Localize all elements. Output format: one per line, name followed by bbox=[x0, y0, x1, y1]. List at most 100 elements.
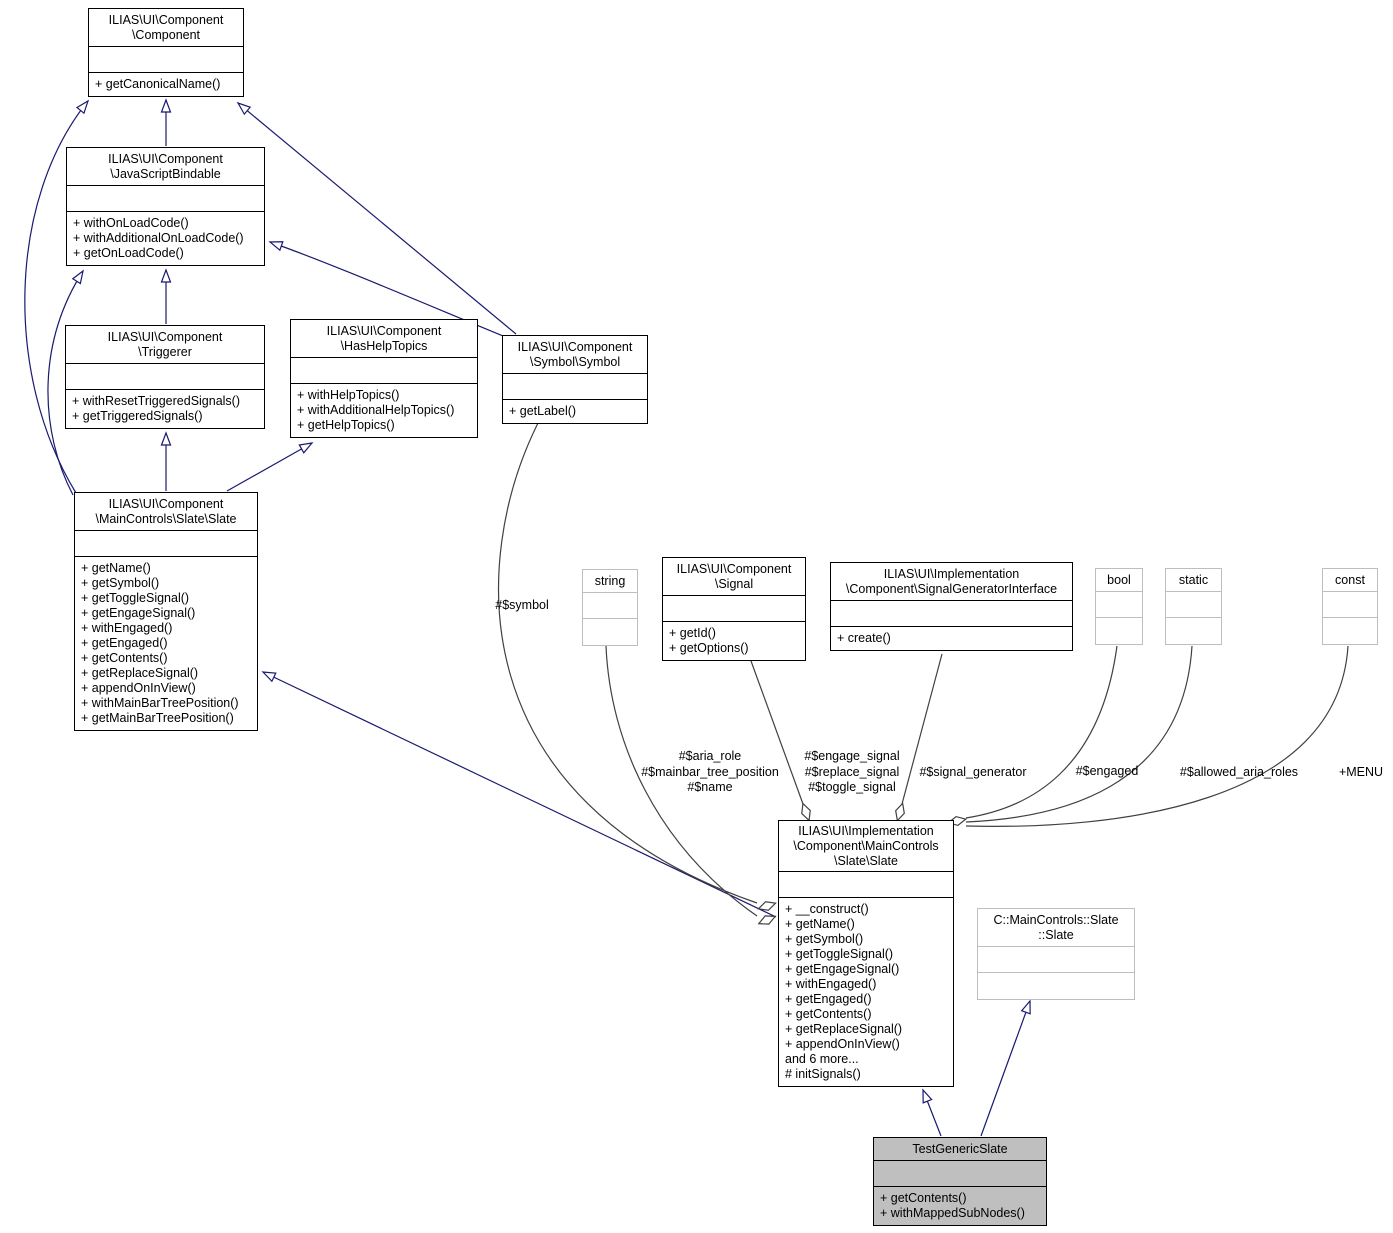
class-title-line: TestGenericSlate bbox=[912, 1142, 1008, 1156]
class-method-line: + withOnLoadCode() bbox=[73, 216, 189, 230]
class-method-line: + getContents() bbox=[880, 1191, 967, 1205]
class-title-line: bool bbox=[1107, 573, 1131, 587]
class-attributes-empty bbox=[1096, 592, 1142, 618]
class-method-line: + getReplaceSignal() bbox=[81, 666, 199, 680]
edge-symbol-aggregation bbox=[497, 422, 758, 904]
class-title-line: \HasHelpTopics bbox=[340, 339, 428, 353]
class-method-line: + __construct() bbox=[785, 902, 869, 916]
class-box-slate-component[interactable]: ILIAS\UI\Component\MainControls\Slate\Sl… bbox=[74, 492, 258, 731]
class-title-line: \Symbol\Symbol bbox=[529, 355, 621, 369]
class-method-line: and 6 more... bbox=[785, 1052, 859, 1066]
class-method-line: + getEngaged() bbox=[81, 636, 168, 650]
edge-slate-to-hashelptopics bbox=[226, 442, 314, 492]
class-title-line: ILIAS\UI\Component bbox=[676, 562, 792, 576]
class-method-line: + getName() bbox=[81, 561, 151, 575]
edge-label-allowed-aria-roles: #$allowed_aria_roles bbox=[1179, 765, 1299, 779]
class-attributes-empty bbox=[1166, 592, 1221, 618]
class-method-line: + withEngaged() bbox=[785, 977, 877, 991]
class-title-line: \MainControls\Slate\Slate bbox=[95, 512, 237, 526]
edge-label-engaged: #$engaged bbox=[1075, 764, 1139, 778]
class-title-line: ILIAS\UI\Component bbox=[107, 330, 223, 344]
class-box-slate-implementation[interactable]: ILIAS\UI\Implementation\Component\MainCo… bbox=[778, 820, 954, 1087]
class-box-string: string bbox=[582, 569, 638, 646]
class-title: TestGenericSlate bbox=[874, 1138, 1046, 1161]
edge-slate-to-jsbindable bbox=[47, 269, 84, 496]
class-box-symbol[interactable]: ILIAS\UI\Component\Symbol\Symbol + getLa… bbox=[502, 335, 648, 424]
class-attributes-empty bbox=[89, 47, 243, 73]
class-attributes-empty bbox=[291, 358, 477, 384]
class-method-line: + getLabel() bbox=[509, 404, 577, 418]
class-method-line: + getEngaged() bbox=[785, 992, 872, 1006]
edge-const-aggregation bbox=[965, 645, 1349, 827]
class-title-line: \JavaScriptBindable bbox=[110, 167, 221, 181]
class-attributes-empty bbox=[874, 1161, 1046, 1187]
class-method-line: + appendOnInView() bbox=[81, 681, 196, 695]
class-title-line: ::Slate bbox=[1038, 928, 1074, 942]
edge-label-line: #$replace_signal bbox=[804, 764, 900, 779]
class-box-signal[interactable]: ILIAS\UI\Component\Signal + getId()+ get… bbox=[662, 557, 806, 661]
class-attributes-empty bbox=[67, 186, 264, 212]
class-title-line: ILIAS\UI\Component bbox=[108, 13, 224, 27]
class-methods-empty bbox=[1096, 618, 1142, 644]
diamond-string bbox=[757, 915, 777, 925]
class-methods-empty bbox=[1323, 618, 1377, 644]
class-title-line: \Slate\Slate bbox=[834, 854, 898, 868]
edge-symbol-to-component bbox=[236, 101, 517, 335]
class-title: string bbox=[583, 570, 637, 593]
class-box-component[interactable]: ILIAS\UI\Component\Component + getCanoni… bbox=[88, 8, 244, 97]
class-title-line: string bbox=[594, 574, 626, 588]
edge-signal-aggregation bbox=[750, 660, 804, 805]
class-title: ILIAS\UI\Component\Triggerer bbox=[66, 326, 264, 364]
class-attributes-empty bbox=[779, 872, 953, 898]
class-methods-empty bbox=[1166, 618, 1221, 644]
class-method-line: + withResetTriggeredSignals() bbox=[72, 394, 241, 408]
class-methods: + withResetTriggeredSignals()+ getTrigge… bbox=[66, 390, 264, 428]
class-box-c-maincontrols-slate: C::MainControls::Slate::Slate bbox=[977, 908, 1135, 1000]
class-title-line: ILIAS\UI\Component bbox=[108, 152, 223, 166]
class-box-static: static bbox=[1165, 568, 1222, 645]
class-methods-empty bbox=[583, 619, 637, 645]
class-method-line: + getSymbol() bbox=[785, 932, 864, 946]
class-title: static bbox=[1166, 569, 1221, 592]
class-attributes-empty bbox=[663, 596, 805, 622]
class-title: ILIAS\UI\Implementation\Component\Signal… bbox=[831, 563, 1072, 601]
class-method-line: + getId() bbox=[669, 626, 716, 640]
class-attributes-empty bbox=[503, 374, 647, 400]
class-box-hashelptopics[interactable]: ILIAS\UI\Component\HasHelpTopics + withH… bbox=[290, 319, 478, 438]
class-methods: + withOnLoadCode()+ withAdditionalOnLoad… bbox=[67, 212, 264, 265]
class-method-line: + getEngageSignal() bbox=[785, 962, 900, 976]
class-title: ILIAS\UI\Component\Signal bbox=[663, 558, 805, 596]
class-title-line: \Triggerer bbox=[138, 345, 192, 359]
class-title: ILIAS\UI\Component\Symbol\Symbol bbox=[503, 336, 647, 374]
class-method-line: + getEngageSignal() bbox=[81, 606, 196, 620]
class-box-javascriptbindable[interactable]: ILIAS\UI\Component\JavaScriptBindable + … bbox=[66, 147, 265, 266]
class-title-line: C::MainControls::Slate bbox=[993, 913, 1119, 927]
class-title-line: ILIAS\UI\Implementation bbox=[798, 824, 934, 838]
class-method-line: + getOptions() bbox=[669, 641, 749, 655]
class-method-line: + withMainBarTreePosition() bbox=[81, 696, 239, 710]
class-title: ILIAS\UI\Component\JavaScriptBindable bbox=[67, 148, 264, 186]
edge-label-line: #$engage_signal bbox=[804, 749, 900, 763]
edge-slate-to-component bbox=[24, 99, 90, 494]
class-title: ILIAS\UI\Component\MainControls\Slate\Sl… bbox=[75, 493, 257, 531]
class-box-const: const bbox=[1322, 568, 1378, 645]
class-title-line: const bbox=[1335, 573, 1365, 587]
edge-label-signal-generator: #$signal_generator bbox=[919, 765, 1027, 779]
class-title: ILIAS\UI\Implementation\Component\MainCo… bbox=[779, 821, 953, 872]
class-box-triggerer[interactable]: ILIAS\UI\Component\Triggerer + withReset… bbox=[65, 325, 265, 429]
edge-label-string-assoc: #$aria_role#$mainbar_tree_position#$name bbox=[610, 749, 810, 796]
class-method-line: + withAdditionalOnLoadCode() bbox=[73, 231, 244, 245]
edge-bool-aggregation bbox=[965, 645, 1118, 819]
class-method-line: + getToggleSignal() bbox=[785, 947, 894, 961]
edge-label-line: #$name bbox=[687, 780, 733, 794]
edge-label-line: #$toggle_signal bbox=[808, 780, 896, 794]
class-method-line: + getContents() bbox=[785, 1007, 872, 1021]
diamond-signal-generator bbox=[895, 802, 905, 822]
class-title-line: \Component bbox=[131, 28, 201, 42]
class-methods: + getName()+ getSymbol()+ getToggleSigna… bbox=[75, 557, 257, 730]
class-method-line: + appendOnInView() bbox=[785, 1037, 900, 1051]
class-box-signal-generator-interface[interactable]: ILIAS\UI\Implementation\Component\Signal… bbox=[830, 562, 1073, 651]
class-methods-empty bbox=[978, 973, 1134, 999]
class-box-bool: bool bbox=[1095, 568, 1143, 645]
class-attributes-empty bbox=[583, 593, 637, 619]
